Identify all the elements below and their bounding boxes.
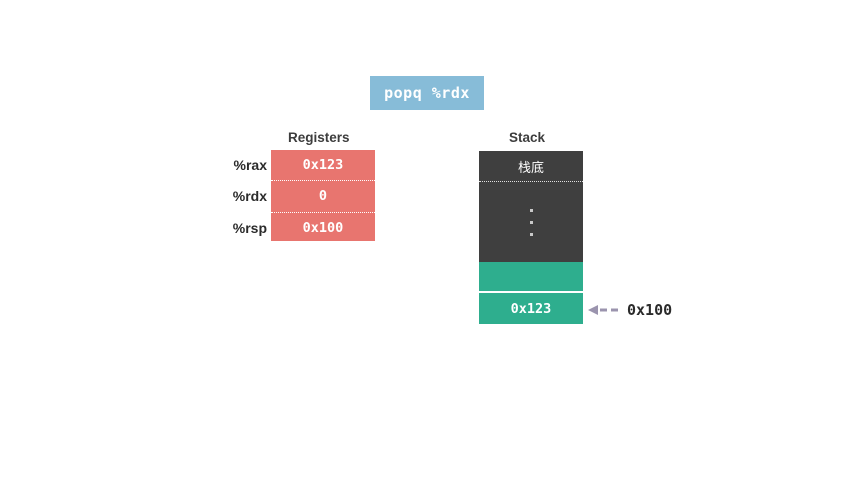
register-row-rax: %rax 0x123 [234,150,375,180]
register-label-rsp: %rsp [232,219,267,236]
register-value-rsp: 0x100 [302,219,344,236]
stack-bottom-label-text: 栈底 [517,160,544,176]
arrow-left-dashed-icon [588,305,618,315]
stack-heading: Stack [509,130,546,145]
register-value-rdx: 0 [318,188,328,205]
stack-cell-bottom-label: 栈底 [479,151,583,182]
stack-cell-empty [479,262,583,293]
stack-diagram: 栈底 0x123 [479,151,583,324]
stack-cell-top-text: 0x123 [510,300,552,317]
stack-pointer-label: 0x100 [627,301,673,319]
stack-cell-top: 0x123 [479,293,583,324]
stack-pointer-annotation: 0x100 [588,298,672,322]
instruction-banner: popq %rdx [370,76,484,110]
register-label-rdx: %rdx [232,188,267,205]
register-label-rax: %rax [233,157,267,173]
ellipsis-dot-icon [529,208,533,212]
register-row-rsp: %rsp 0x100 [233,211,375,243]
ellipsis-dot-icon [529,220,533,224]
register-row-rdx: %rdx 0 [233,180,375,211]
registers-table: %rax 0x123 %rdx 0 %rsp 0x100 [233,150,375,243]
registers-heading: Registers [288,130,350,145]
register-value-rax: 0x123 [302,157,344,174]
stack-cell-ellipsis [479,182,583,262]
ellipsis-dot-icon [529,232,533,236]
instruction-text: popq %rdx [384,84,470,102]
